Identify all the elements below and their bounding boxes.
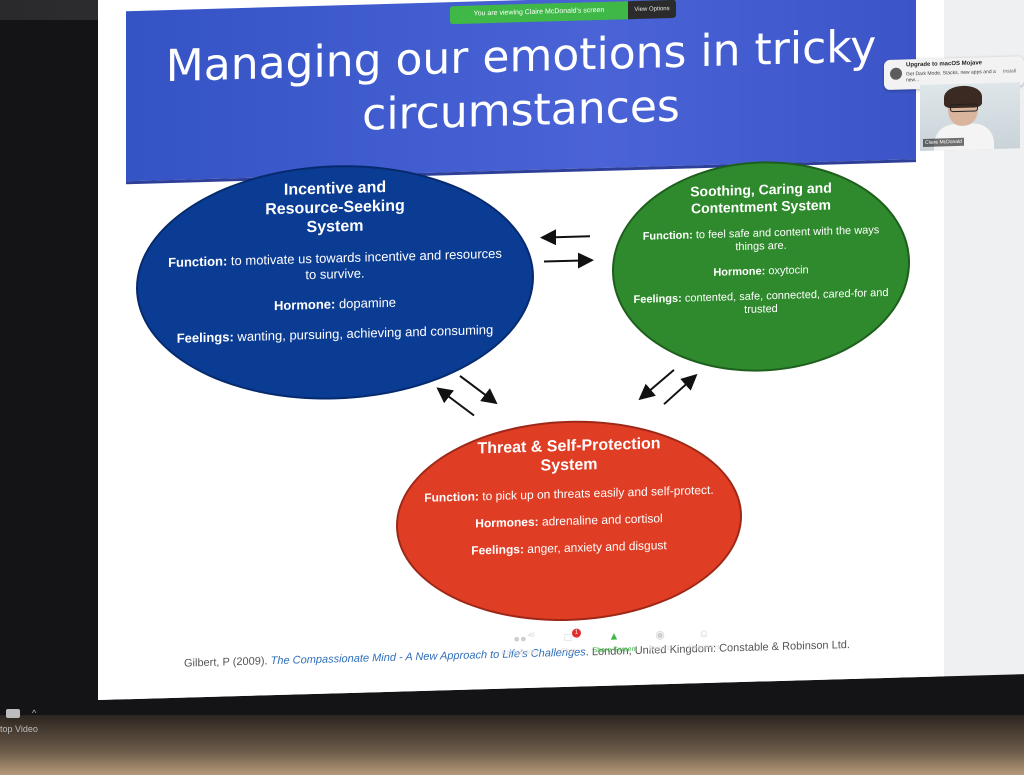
chevron-up-icon[interactable]: ^ (32, 708, 37, 718)
threat-hormone-text: adrenaline and cortisol (538, 511, 663, 529)
participant-glasses (950, 103, 978, 113)
threat-function-text: to pick up on threats easily and self-pr… (478, 482, 714, 504)
threat-function-label: Function: (424, 489, 479, 505)
threat-hormone: Hormones: adrenaline and cortisol (418, 510, 720, 533)
shared-slide: Managing our emotions in tricky circumst… (98, 0, 944, 700)
participants-count: 45 (528, 632, 535, 639)
threat-feelings-label: Feelings: (471, 542, 524, 558)
zoom-screen: Managing our emotions in tricky circumst… (98, 0, 1024, 701)
threat-function: Function: to pick up on threats easily a… (418, 483, 720, 506)
incentive-title: Incentive and Resource-Seeking System (164, 175, 506, 242)
macos-app-icon (890, 67, 902, 80)
view-options-button[interactable]: View Options (628, 0, 676, 20)
incentive-hormone: Hormone: dopamine (164, 292, 506, 318)
soothing-function: Function: to feel safe and content with … (632, 224, 890, 257)
participants-label: Participants (501, 648, 539, 657)
soothing-feelings: Feelings: contented, safe, connected, ca… (632, 287, 890, 320)
soothing-feelings-label: Feelings: (633, 292, 682, 307)
participant-video-tile[interactable]: Claire McDonald (920, 82, 1020, 152)
notification-install-button[interactable]: Install (1002, 68, 1016, 75)
reactions-button[interactable]: ☺ Reactions (674, 624, 734, 666)
threat-hormone-label: Hormones: (475, 514, 539, 531)
soothing-title: Soothing, Caring and Contentment System (632, 178, 890, 219)
incentive-function: Function: to motivate us towards incenti… (164, 246, 506, 288)
soothing-function-text: to feel safe and content with the ways t… (692, 224, 880, 254)
incentive-hormone-text: dopamine (335, 294, 397, 312)
incentive-function-text: to motivate us towards incentive and res… (227, 245, 502, 283)
soothing-function-label: Function: (642, 229, 693, 243)
threat-feelings: Feelings: anger, anxiety and disgust (418, 537, 720, 560)
soothing-hormone-text: oxytocin (765, 264, 809, 278)
incentive-feelings-label: Feelings: (176, 329, 234, 346)
stop-video-button[interactable]: ^ top Video (0, 706, 60, 738)
arrow-red-to-green (663, 373, 698, 405)
threat-title: Threat & Self-Protection System (418, 433, 720, 479)
reactions-label: Reactions (688, 643, 720, 652)
arrow-blue-to-green (544, 252, 594, 269)
share-screen-label: Share Screen (592, 645, 636, 655)
notification-body: Get Dark Mode, Stacks, new apps and a ne… (906, 68, 996, 84)
arrow-red-to-blue (436, 387, 475, 417)
participant-name: Claire McDonald (923, 137, 964, 147)
soothing-hormone-label: Hormone: (713, 265, 766, 279)
chat-label: Chat (560, 647, 576, 656)
reactions-icon: ☺ (698, 627, 710, 641)
video-camera-icon (6, 709, 20, 718)
stop-video-label: top Video (0, 724, 38, 734)
arrow-blue-to-red (459, 375, 498, 405)
incentive-feelings: Feelings: wanting, pursuing, achieving a… (164, 322, 506, 348)
notification-title: Upgrade to macOS Mojave (906, 60, 983, 69)
arrow-green-to-blue (540, 229, 590, 246)
participant-body (934, 122, 994, 152)
desk-surface (0, 715, 1024, 775)
record-label: Record (648, 644, 672, 653)
incentive-feelings-text: wanting, pursuing, achieving and consumi… (233, 321, 494, 345)
soothing-hormone: Hormone: oxytocin (632, 262, 890, 282)
incentive-function-label: Function: (168, 253, 228, 271)
arrow-green-to-red (638, 369, 675, 401)
soothing-feelings-text: contented, safe, connected, cared-for an… (681, 286, 889, 316)
threat-feelings-text: anger, anxiety and disgust (523, 538, 667, 557)
system-arrows (436, 229, 698, 417)
incentive-hormone-label: Hormone: (273, 296, 336, 314)
